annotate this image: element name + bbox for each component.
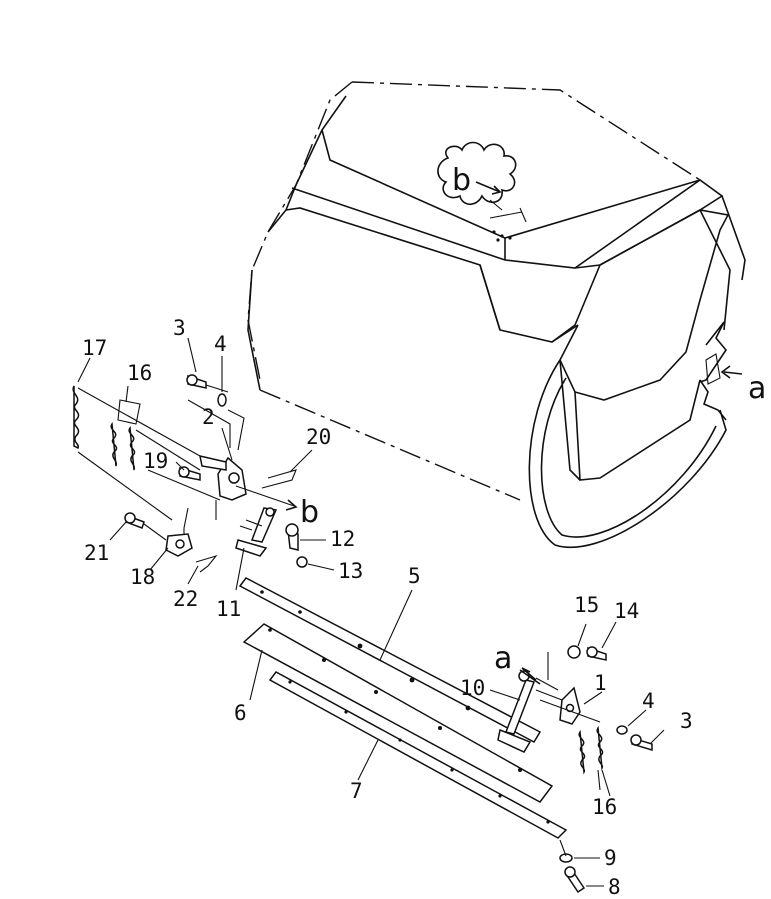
callout-12: 12 — [330, 527, 355, 551]
plate-assembly — [238, 577, 568, 839]
callout-14: 14 — [614, 599, 639, 623]
callout-7: 7 — [350, 779, 363, 803]
callout-15: 15 — [574, 593, 599, 617]
callout-labels: 1 2 3 4 5 6 7 8 9 10 11 12 13 14 15 16 1… — [82, 316, 693, 899]
view-ref-b-top: b — [452, 163, 471, 198]
callout-17: 17 — [82, 336, 107, 360]
callout-20: 20 — [306, 425, 331, 449]
callout-10: 10 — [460, 676, 485, 700]
callout-2: 2 — [202, 405, 215, 429]
callout-18: 18 — [130, 565, 155, 589]
view-ref-b-arrow: b — [300, 495, 319, 530]
callout-11: 11 — [216, 597, 241, 621]
view-ref-a-bottom: a — [494, 641, 512, 676]
callout-21: 21 — [84, 541, 109, 565]
callout-22: 22 — [173, 587, 198, 611]
leader-lines — [77, 337, 665, 887]
callout-4-right: 4 — [642, 689, 655, 713]
callout-8: 8 — [608, 875, 621, 899]
machine-body-outline — [247, 81, 746, 549]
detail-cloud-b: b — [437, 141, 527, 242]
callout-13: 13 — [338, 559, 363, 583]
callout-19: 19 — [143, 449, 168, 473]
view-ref-a-right: a — [748, 371, 766, 406]
callout-4-left: 4 — [214, 332, 227, 356]
callout-16-right: 16 — [592, 795, 617, 819]
callout-9: 9 — [604, 846, 617, 870]
callout-6: 6 — [234, 701, 247, 725]
callout-3-left: 3 — [173, 316, 186, 340]
right-bracket-assembly — [497, 645, 653, 894]
callout-1: 1 — [594, 671, 607, 695]
callout-3-right: 3 — [680, 709, 693, 733]
left-bracket-assembly: b — [72, 374, 319, 573]
callout-5: 5 — [408, 564, 421, 588]
callout-16-left: 16 — [127, 361, 152, 385]
